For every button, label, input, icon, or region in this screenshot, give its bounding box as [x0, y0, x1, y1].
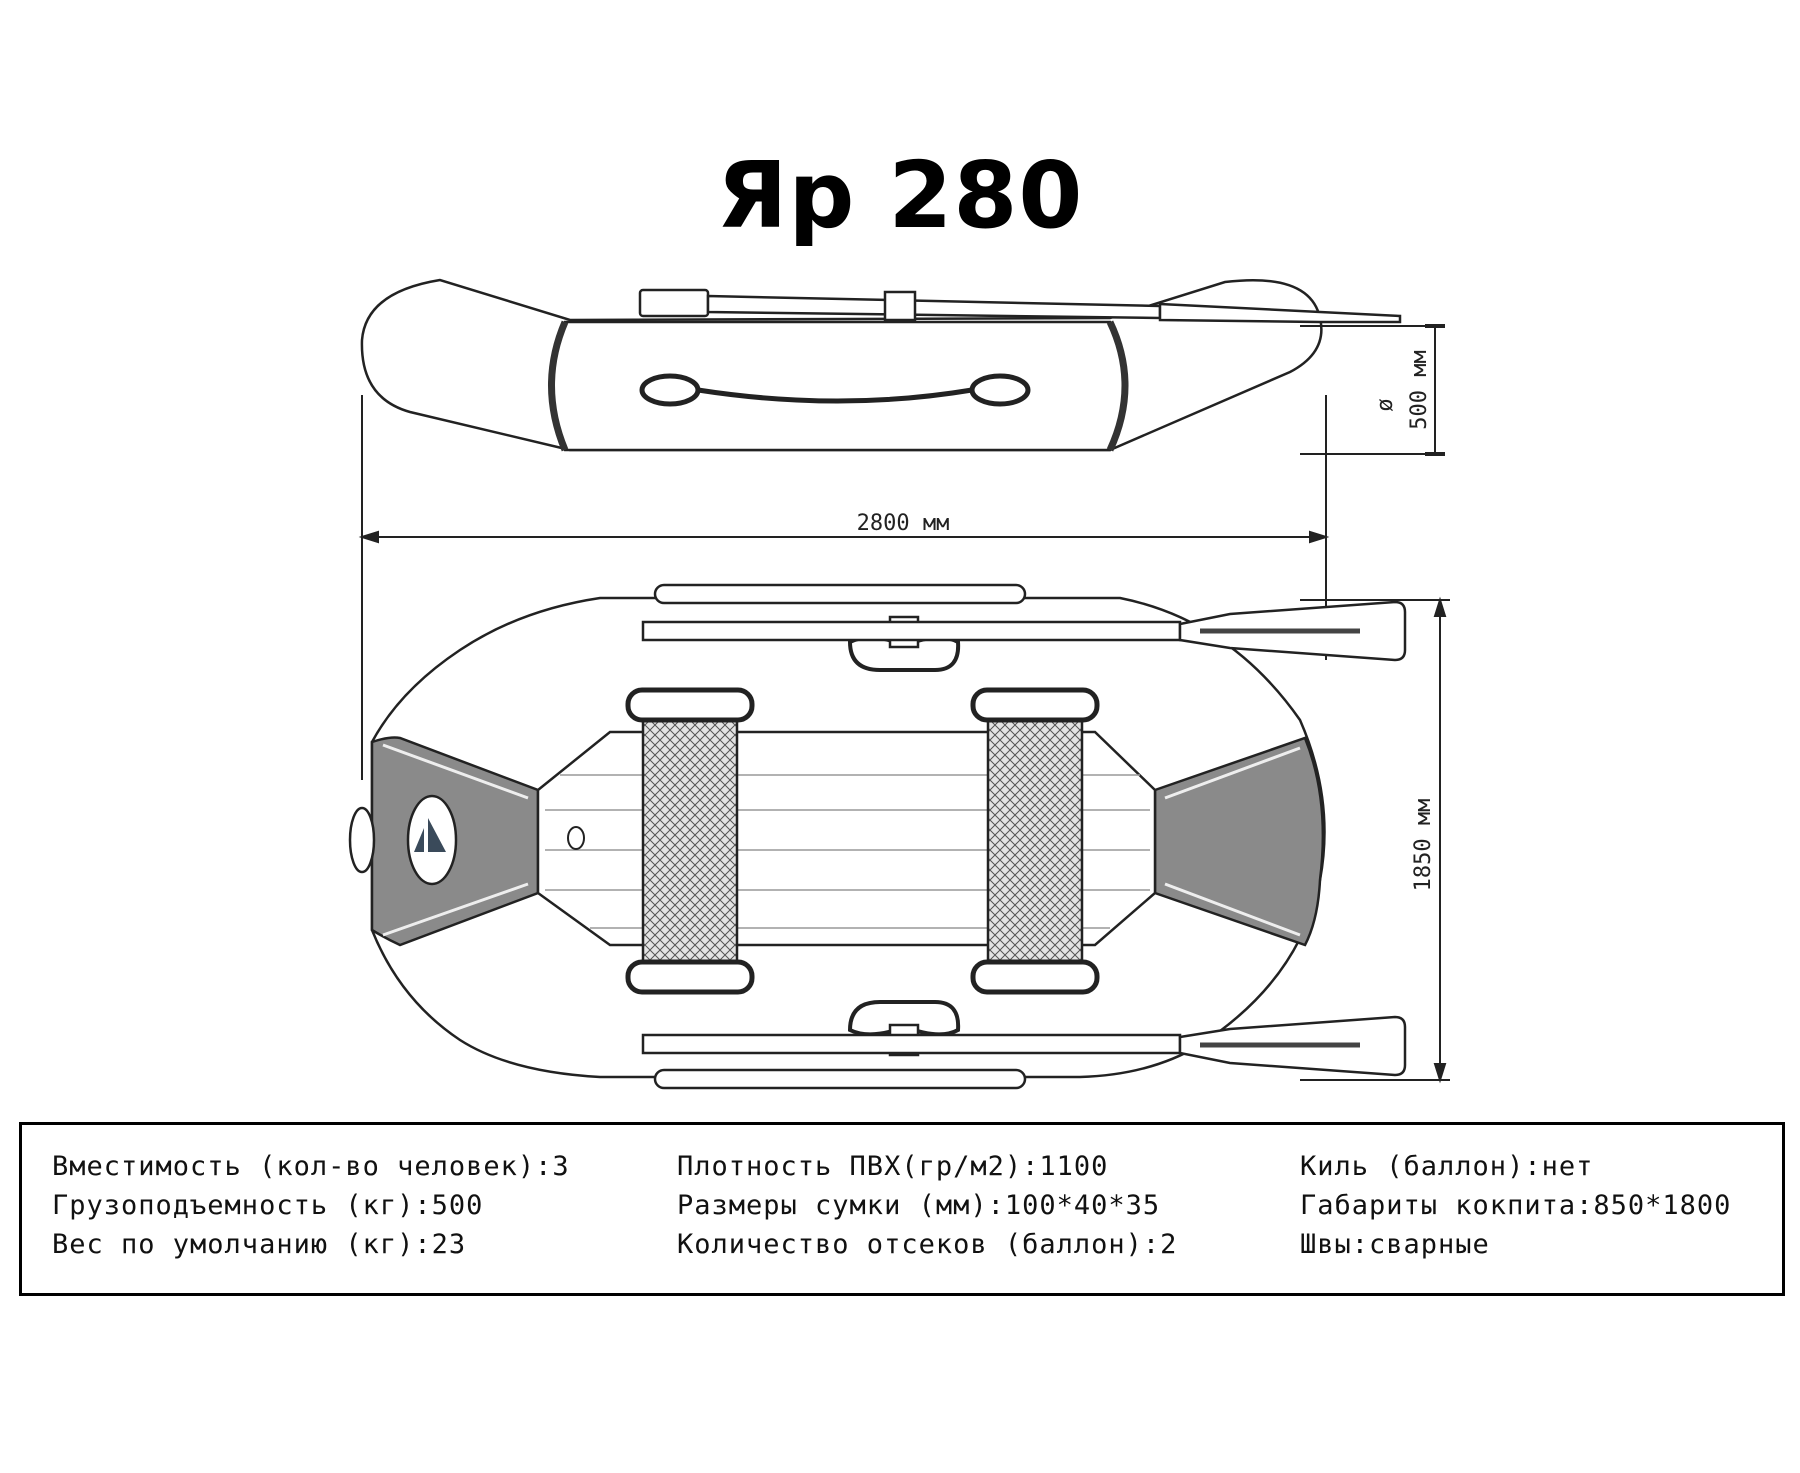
top-seat-rear-cap-bottom	[625, 959, 755, 995]
spec-seams: Швы:сварные	[1300, 1229, 1490, 1260]
side-tube	[550, 320, 1127, 452]
specs-column-1: Вместимость (кол-во человек):3 Грузоподъ…	[52, 1147, 570, 1264]
side-oar-grip	[638, 288, 710, 318]
diameter-label: 500 мм	[1407, 350, 1432, 429]
specs-column-3: Киль (баллон):нет Габариты кокпита:850*1…	[1300, 1147, 1731, 1264]
top-seat-front	[986, 698, 1084, 987]
spec-load: Грузоподъемность (кг):500	[52, 1190, 484, 1221]
top-drain-valve	[567, 826, 585, 850]
diameter-symbol: ø	[1373, 398, 1398, 411]
spec-keel: Киль (баллон):нет	[1300, 1151, 1594, 1182]
top-bow-stripe	[1164, 746, 1301, 937]
side-oar-shaft	[706, 294, 1162, 320]
top-oarlock-bottom	[847, 1000, 961, 1037]
side-oar-lock	[883, 290, 917, 322]
top-transom-stripe	[382, 743, 529, 937]
spec-bag-size: Размеры сумки (мм):100*40*35	[677, 1190, 1161, 1221]
spec-capacity: Вместимость (кол-во человек):3	[52, 1151, 570, 1182]
side-handle-ring-left	[639, 373, 701, 407]
top-handle-bottom	[653, 1068, 1027, 1090]
side-handle-rope	[697, 387, 973, 404]
top-seat-front-cap-top	[970, 687, 1100, 723]
spec-pvc-density: Плотность ПВХ(гр/м2):1100	[677, 1151, 1109, 1182]
boat-side-view	[360, 278, 1402, 452]
length-dimension	[358, 395, 1330, 780]
top-bow-panel	[1153, 736, 1325, 947]
top-seat-rear-cap-top	[625, 687, 755, 723]
width-label: 1850 мм	[1411, 799, 1436, 892]
top-motor-bracket	[348, 806, 376, 874]
top-oar-bottom	[641, 1033, 1182, 1055]
side-seam-left	[548, 320, 569, 452]
top-handle-top	[653, 583, 1027, 605]
specs-column-2: Плотность ПВХ(гр/м2):1100 Размеры сумки …	[677, 1147, 1177, 1264]
side-oar-blade	[1158, 302, 1402, 324]
sail-icon	[414, 818, 446, 852]
length-label: 2800 мм	[857, 511, 950, 536]
width-dimension	[1300, 596, 1450, 1084]
spec-cockpit: Габариты кокпита:850*1800	[1300, 1190, 1732, 1221]
specs-table: Вместимость (кол-во человек):3 Грузоподъ…	[19, 1122, 1785, 1296]
page-title: Яр 280	[716, 142, 1084, 249]
side-handle-ring-right	[969, 373, 1031, 407]
spec-compartments: Количество отсеков (баллон):2	[677, 1229, 1178, 1260]
diameter-dimension	[1300, 324, 1445, 456]
side-seam-right	[1106, 320, 1129, 452]
spec-weight: Вес по умолчанию (кг):23	[52, 1229, 467, 1260]
boat-top-view	[348, 583, 1407, 1090]
top-oar-top	[641, 620, 1182, 642]
boat-drawing: ø 500 мм 2800 мм	[348, 278, 1450, 1090]
top-seat-rear	[641, 698, 739, 987]
top-seat-front-cap-bottom	[970, 959, 1100, 995]
